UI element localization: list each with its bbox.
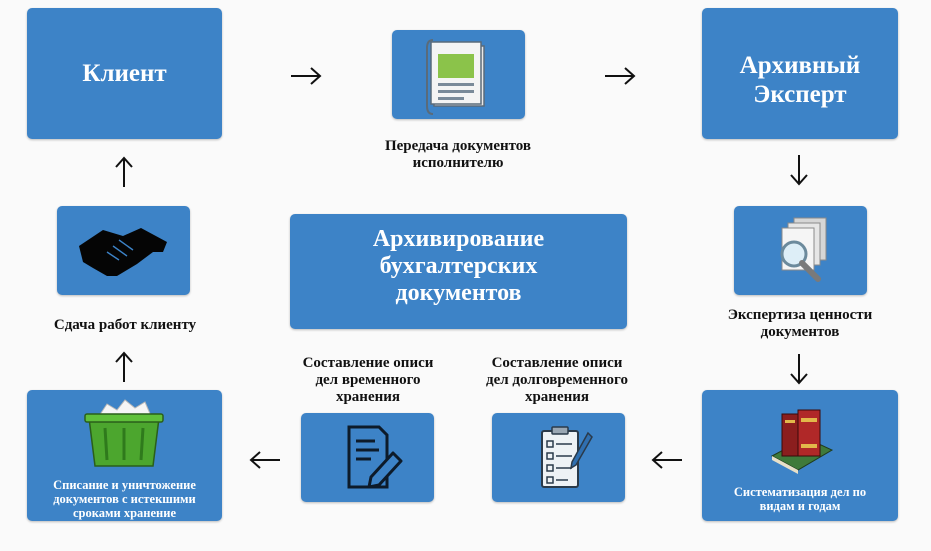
handover-caption: Сдача работ клиенту (53, 317, 197, 333)
long-inventory-caption: Составление описи дел долговременного хр… (486, 355, 628, 405)
systematization-box: Систематизация дел по видам и годам (702, 390, 898, 521)
temp-inventory-caption: Составление описи дел временного хранени… (302, 355, 434, 405)
transfer-caption: Передача документов исполнителю (384, 138, 532, 171)
arrow-up-icon (115, 156, 133, 187)
disposal-box: Списание и уничтожение документов с исте… (27, 390, 222, 521)
arrow-right-icon (605, 67, 636, 85)
books-icon (770, 409, 834, 474)
archive-expert-title: Архивный Эксперт (739, 52, 861, 108)
long-inventory-icon-box (492, 413, 625, 502)
arrow-right-icon (291, 67, 322, 85)
center-title: Архивирование бухгалтерских документов (372, 226, 545, 306)
expertise-icon-box (734, 206, 867, 295)
trash-bin-icon (84, 399, 164, 467)
document-icon (426, 39, 485, 115)
client-box: Клиент (27, 8, 222, 139)
systematization-caption: Систематизация дел по видам и годам (733, 485, 867, 513)
handshake-icon (79, 228, 167, 277)
archive-expert-box: Архивный Эксперт (702, 8, 898, 139)
temp-inventory-icon-box (301, 413, 434, 502)
client-title: Клиент (82, 60, 167, 87)
edit-document-icon (347, 425, 403, 489)
magnifier-documents-icon (780, 217, 827, 282)
arrow-up-icon (115, 351, 133, 382)
checklist-icon (541, 426, 593, 488)
disposal-caption: Списание и уничтожение документов с исте… (53, 478, 196, 520)
arrow-left-icon (651, 451, 682, 469)
handover-icon-box (57, 206, 190, 295)
arrow-left-icon (249, 451, 280, 469)
arrow-down-icon (790, 155, 808, 186)
transfer-icon-box (392, 30, 525, 119)
expertise-caption: Экспертиза ценности документов (727, 307, 873, 340)
arrow-down-icon (790, 354, 808, 385)
center-title-box: Архивирование бухгалтерских документов (290, 214, 627, 329)
